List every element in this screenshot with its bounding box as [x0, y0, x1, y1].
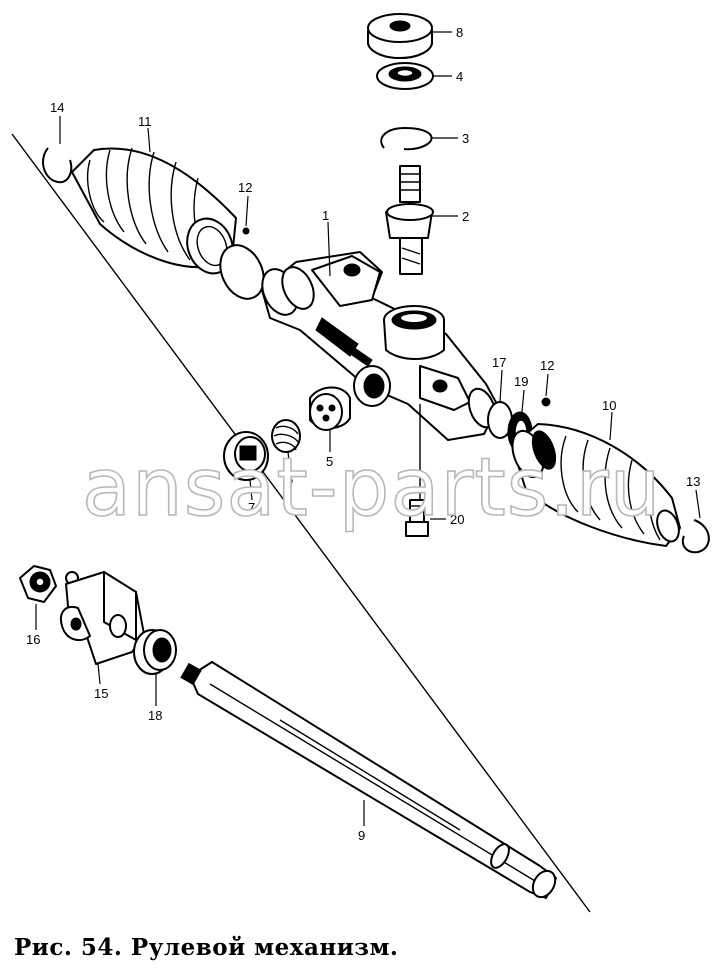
- callout-3: 3: [462, 131, 469, 146]
- callout-20: 20: [450, 512, 464, 527]
- part-9-rack: [180, 661, 557, 899]
- part-5-rack-guide: [309, 386, 351, 431]
- callout-14: 14: [50, 100, 64, 115]
- watermark-text: ansat-parts.ru: [82, 441, 661, 534]
- callout-8: 8: [456, 25, 463, 40]
- part-4-seal: [376, 62, 434, 90]
- part-2-pinion: [385, 165, 434, 275]
- callout-7: 7: [248, 500, 255, 515]
- part-6-spring: [271, 419, 301, 453]
- part-14-clip: [42, 147, 73, 184]
- part-13-clip: [681, 519, 710, 554]
- part-18-bushing: [133, 629, 177, 675]
- part-10-boot-right: [511, 423, 681, 547]
- part-11-boot-left: [71, 147, 237, 275]
- part-15-bracket: [60, 571, 145, 665]
- part-8-cap: [367, 13, 433, 59]
- part-16-nut: [19, 565, 79, 603]
- assembly-axis-line: [11, 133, 591, 913]
- figure-caption: Рис. 54. Рулевой механизм.: [14, 934, 399, 961]
- part-1-rack-housing: [261, 251, 499, 441]
- callout-10: 10: [602, 398, 616, 413]
- callout-5: 5: [326, 454, 333, 469]
- callout-16: 16: [26, 632, 40, 647]
- callout-11: 11: [138, 114, 152, 129]
- callout-4: 4: [456, 69, 463, 84]
- part-12-clamp-screw-left: [242, 227, 250, 235]
- callout-6: 6: [286, 472, 293, 487]
- callout-9: 9: [358, 828, 365, 843]
- callout-numbers: 8 4 3 2 1 11 14 12 17 19 12 10 13 5 6 7 …: [26, 25, 700, 843]
- callout-17: 17: [492, 355, 506, 370]
- callout-13: 13: [686, 474, 700, 489]
- callout-18: 18: [148, 708, 162, 723]
- part-20-bolt: [405, 404, 446, 537]
- part-7-adjusting-screw: [223, 431, 269, 481]
- callout-2: 2: [462, 209, 469, 224]
- callout-1: 1: [322, 208, 329, 223]
- part-12-clamp-left: [219, 244, 265, 300]
- callout-12-right: 12: [540, 358, 554, 373]
- callout-15: 15: [94, 686, 108, 701]
- callout-19: 19: [514, 374, 528, 389]
- leader-lines: [35, 31, 701, 826]
- part-12-clamp-screw-right: [541, 397, 551, 407]
- part-3-snap-ring: [380, 127, 433, 151]
- callout-12-left: 12: [238, 180, 252, 195]
